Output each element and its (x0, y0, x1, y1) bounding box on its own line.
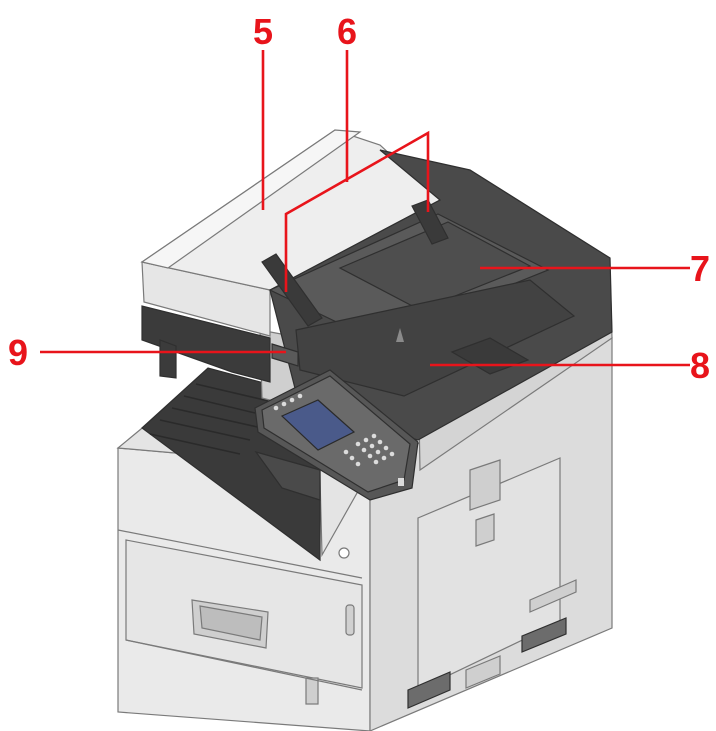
output-tray-stopper[interactable] (254, 450, 321, 501)
callout-5: 5 (253, 11, 273, 210)
callout-number: 7 (690, 248, 710, 289)
original-tray-inner (338, 221, 532, 311)
paper-gauge (345, 604, 355, 636)
side-slot (529, 579, 577, 613)
callout-8: 8 (430, 345, 710, 386)
cassette-handle-recess (199, 605, 263, 641)
callout-number: 5 (253, 11, 273, 52)
callout-9: 9 (8, 332, 286, 373)
side-slot (521, 617, 567, 653)
callout-number: 8 (690, 345, 710, 386)
scanner-marker (396, 328, 404, 342)
callout-6: 6 (284, 11, 430, 292)
right-cover-latch[interactable] (475, 513, 495, 547)
right-cover-handle[interactable] (469, 459, 501, 511)
side-slot (465, 655, 501, 689)
card-slot (305, 677, 319, 705)
numeric-keypad[interactable] (273, 393, 395, 467)
side-slot (407, 671, 451, 709)
document-processor-cover-top (140, 129, 362, 269)
document-processor-handle[interactable] (271, 343, 299, 367)
main-power-indicator (338, 547, 350, 559)
panel-seam (117, 529, 363, 579)
printer-illustration (116, 129, 613, 731)
document-processor-foot (159, 339, 177, 379)
callout-number: 9 (8, 332, 28, 373)
leader-line (284, 130, 430, 292)
panel-seam (125, 639, 363, 691)
touch-panel-screen[interactable] (280, 399, 356, 451)
usb-port (398, 478, 404, 486)
output-tray-ribs (149, 383, 291, 455)
callout-7: 7 (480, 248, 710, 289)
document-processor-left-dark (141, 305, 271, 383)
original-width-guide-right[interactable] (411, 199, 449, 245)
callout-number: 6 (337, 11, 357, 52)
original-width-guide-left[interactable] (261, 253, 323, 327)
